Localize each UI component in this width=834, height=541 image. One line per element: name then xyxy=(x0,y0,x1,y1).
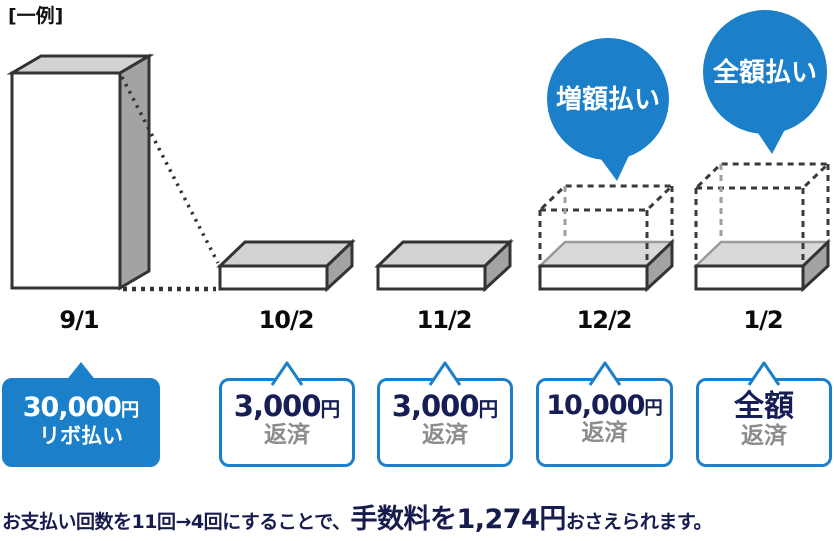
date-label-3: 11/2 xyxy=(417,306,472,334)
date-label-4: 12/2 xyxy=(577,306,632,334)
bar-10-2 xyxy=(216,238,356,293)
callout-tail xyxy=(65,362,97,382)
balloon-full-payment: 全額払い xyxy=(703,10,827,154)
callout-repayment-full: 全額 返済 xyxy=(696,361,832,467)
yen-unit: 円 xyxy=(478,398,499,421)
callout-label: 返済 xyxy=(422,422,468,448)
callout-ribo-payment: 30,000円 リボ払い xyxy=(2,362,160,467)
callout-label: 返済 xyxy=(741,423,787,449)
example-label: [一例] xyxy=(8,4,63,27)
increase-wireframe xyxy=(536,184,676,264)
callout-amount: 30,000円 xyxy=(22,392,140,423)
decrease-dotted-line xyxy=(120,76,220,264)
yen-unit: 円 xyxy=(120,400,140,421)
callout-amount: 10,000円 xyxy=(546,390,663,421)
yen-unit: 円 xyxy=(320,398,341,421)
date-label-2: 10/2 xyxy=(259,306,314,334)
callout-amount: 全額 xyxy=(734,389,794,424)
callout-tail xyxy=(428,361,462,386)
callout-label: 返済 xyxy=(264,422,310,448)
callout-label: 返済 xyxy=(581,420,628,446)
summary-highlight: 手数料を1,274円 xyxy=(350,504,566,535)
callout-amount: 3,000円 xyxy=(233,389,341,423)
balloon-full-label: 全額払い xyxy=(712,57,817,88)
summary-prefix: お支払い回数を11回→4回にすることで、 xyxy=(2,511,351,533)
date-label-1: 9/1 xyxy=(59,306,98,334)
callout-tail xyxy=(747,361,781,386)
summary-suffix: おさえられます。 xyxy=(565,511,713,533)
yen-unit: 円 xyxy=(644,398,663,419)
callout-tail xyxy=(270,361,304,386)
callout-label: リボ払い xyxy=(39,424,123,448)
callout-tail xyxy=(588,361,621,386)
balloon-increase-payment: 増額払い xyxy=(547,38,669,181)
balloon-increase-label: 増額払い xyxy=(556,85,660,115)
summary-text: お支払い回数を11回→4回にすることで、手数料を1,274円おさえられます。 xyxy=(2,497,712,536)
callout-repayment-increase: 10,000円 返済 xyxy=(536,361,673,467)
bar-1-2 xyxy=(692,162,832,293)
bar-9-1 xyxy=(6,53,155,291)
callout-repayment-1: 3,000円 返済 xyxy=(219,361,355,467)
full-wireframe xyxy=(692,162,832,264)
callout-amount: 3,000円 xyxy=(391,389,499,423)
callout-repayment-2: 3,000円 返済 xyxy=(377,361,513,467)
bar-12-2 xyxy=(536,184,676,293)
date-label-5: 1/2 xyxy=(743,306,782,334)
bar-11-2 xyxy=(374,238,514,293)
